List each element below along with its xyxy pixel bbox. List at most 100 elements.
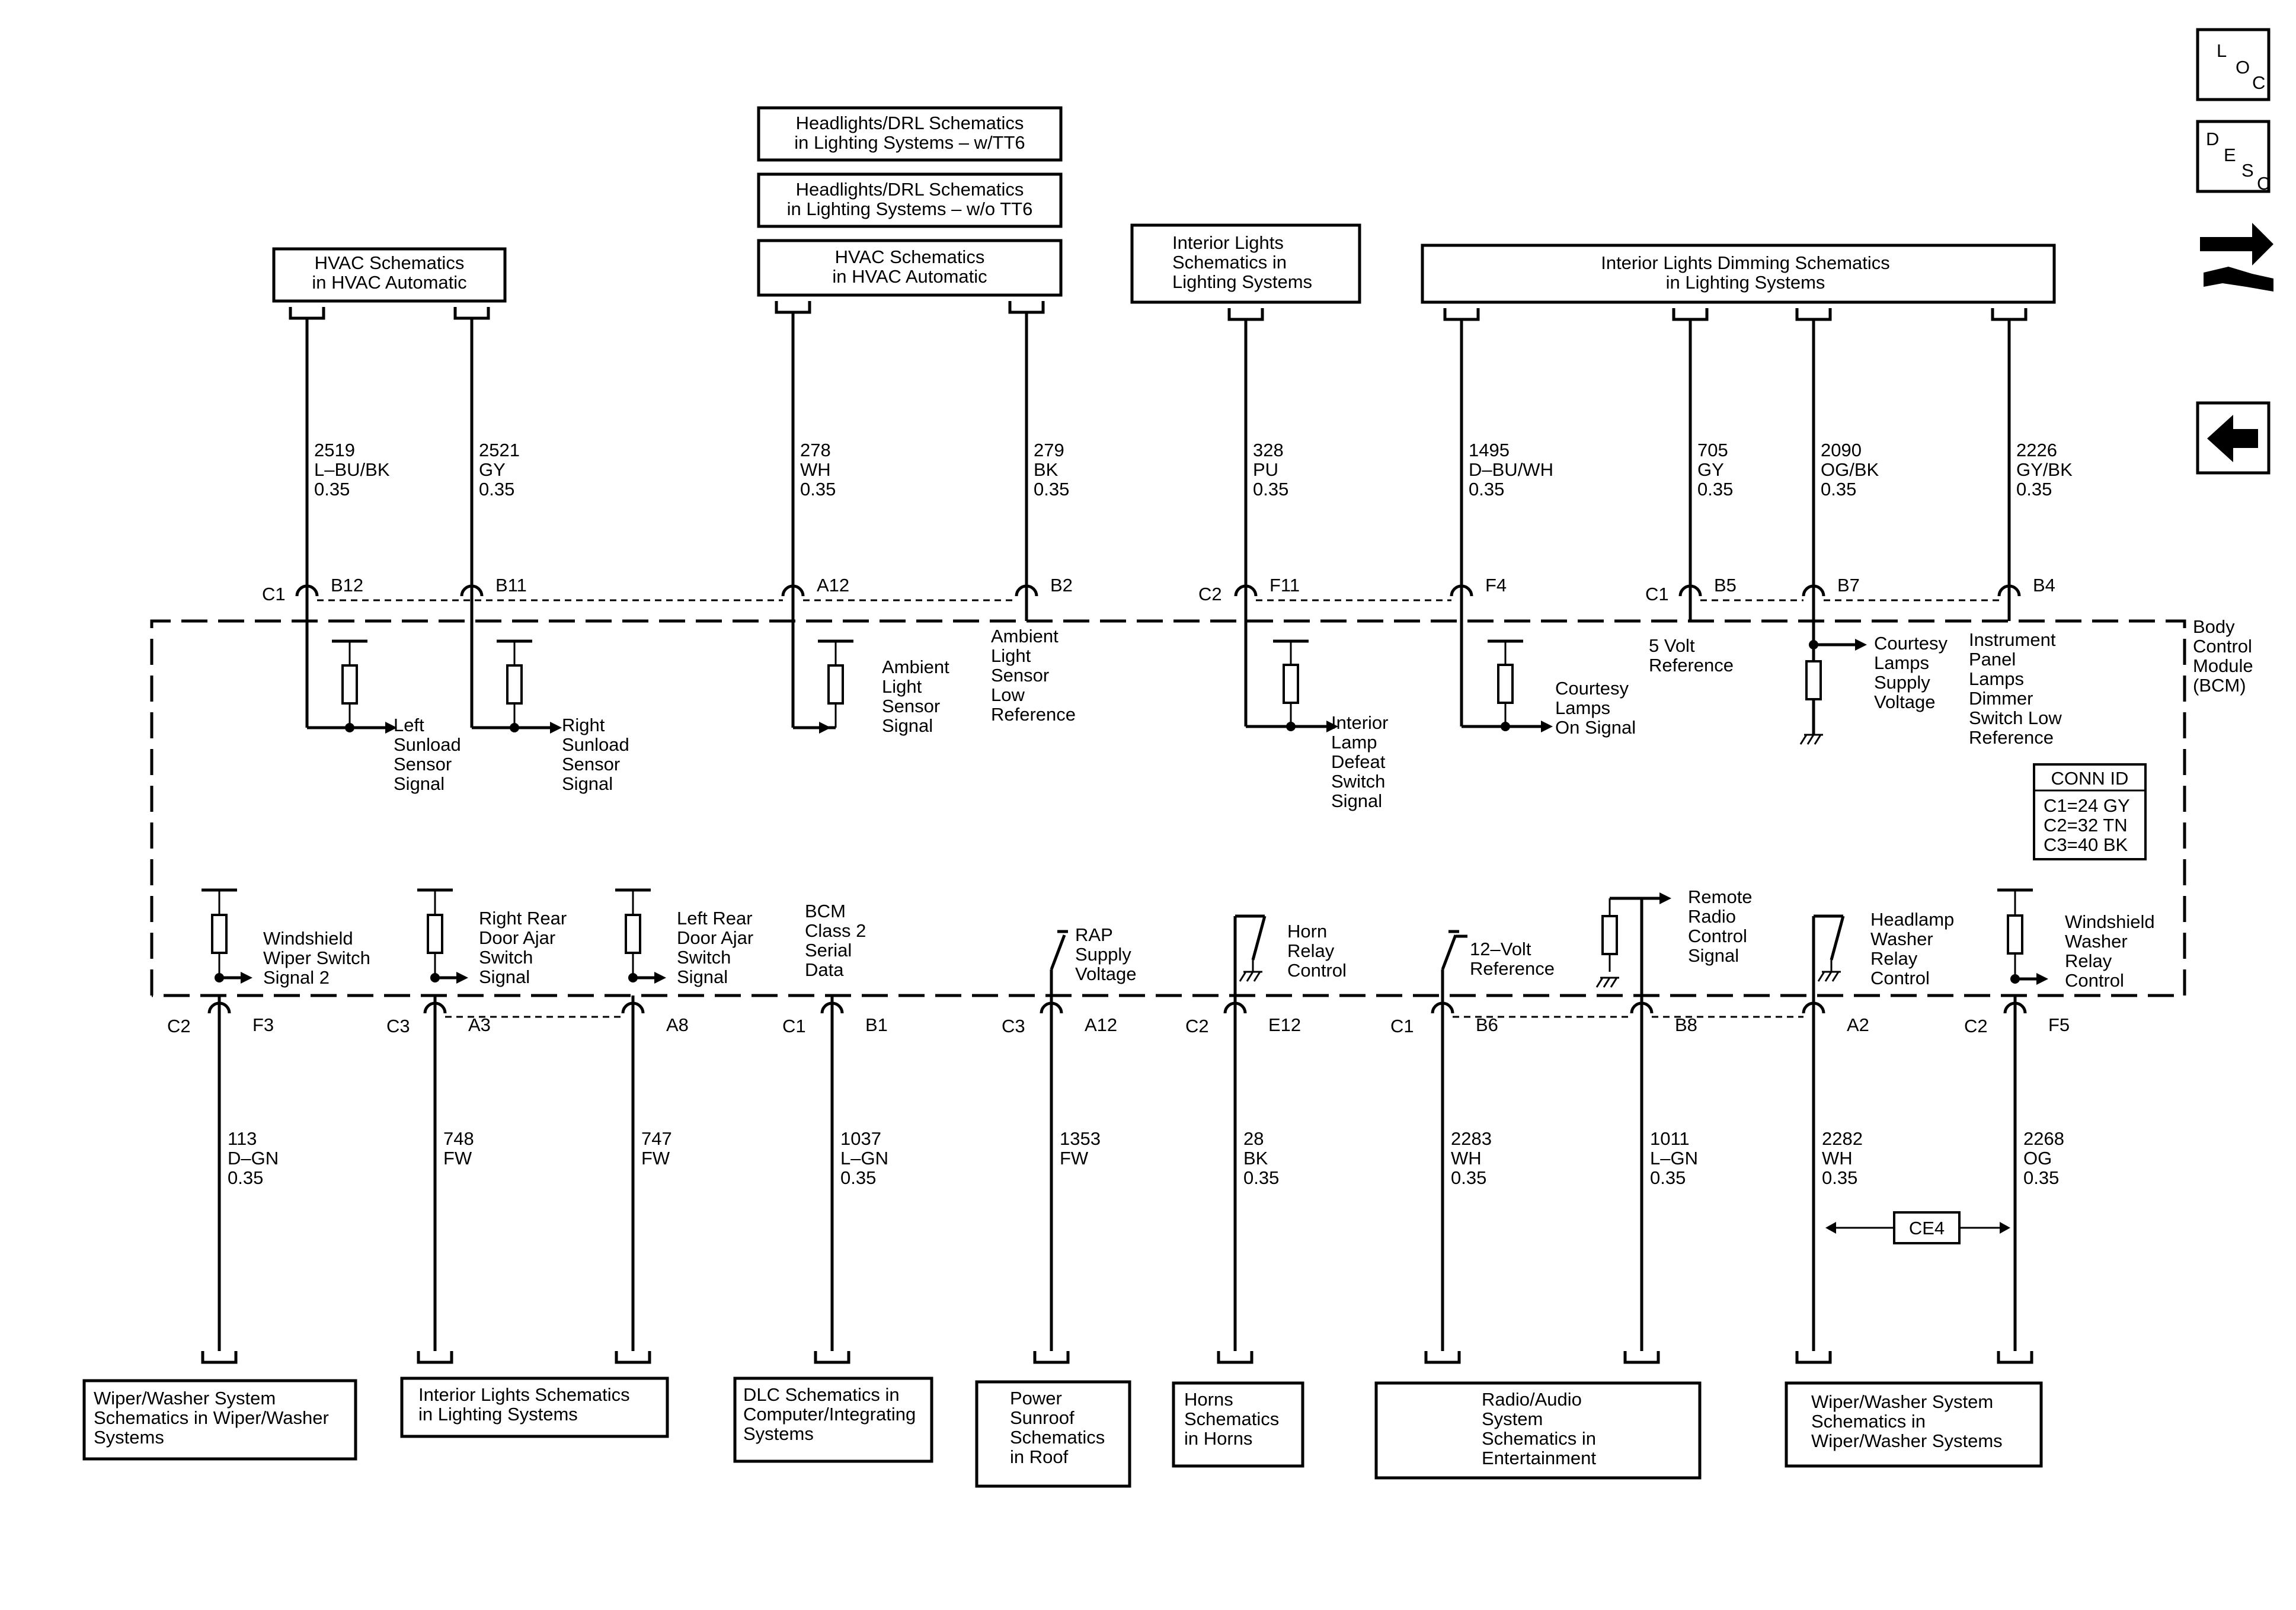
connector-label-top: C1 (1645, 584, 1669, 604)
signal-label: Windshield (2065, 911, 2155, 932)
signal-label: Supply (1874, 672, 1930, 693)
ground-icon (1799, 734, 1808, 745)
connector-pin (621, 1001, 645, 1014)
signal-label: Ambient (882, 657, 949, 677)
pin-label-top: A12 (817, 575, 849, 596)
ground-icon (1239, 971, 1247, 982)
signal-label: Reference (1649, 655, 1734, 676)
conn-id-row: C3=40 BK (2044, 834, 2128, 855)
ref-box-wiper-washer-left-text: Systems (94, 1427, 164, 1448)
wire-label-top: 0.35 (1253, 479, 1288, 500)
conn-id-row: C1=24 GY (2044, 795, 2130, 816)
desc-letter: E (2224, 145, 2236, 165)
wire-label-bottom: 1011 (1650, 1128, 1690, 1149)
wire-label-top: D–BU/WH (1469, 459, 1553, 480)
pin-label-bottom: F5 (2048, 1014, 2070, 1035)
connector-label-bottom: C2 (1964, 1016, 1988, 1036)
wire-label-bottom: 747 (641, 1128, 672, 1149)
pin-label-bottom: E12 (1268, 1014, 1301, 1035)
signal-label: BCM (805, 901, 846, 921)
connector-label-bottom: C2 (1185, 1016, 1209, 1036)
signal-label: Reference (1470, 958, 1555, 979)
ref-box-sunroof-text: Schematics (1010, 1427, 1105, 1448)
conn-id-table (2033, 763, 2147, 860)
signal-label: Left (394, 715, 424, 735)
wire-label-bottom: 2268 (2023, 1128, 2064, 1149)
module-label: Module (2193, 655, 2253, 676)
desc-button[interactable] (2196, 120, 2271, 193)
connector-swap-icon[interactable] (2200, 223, 2273, 292)
wire-label-bottom: 2282 (1822, 1128, 1863, 1149)
pullup-resistor-icon (506, 664, 523, 705)
pin-label-top: F4 (1485, 575, 1507, 596)
ref-box-wiper-washer-left-text: Wiper/Washer System (94, 1388, 276, 1409)
connector-bracket (417, 1351, 453, 1364)
wire-label-top: 2521 (479, 440, 520, 460)
ref-box-headlights-no-tt6 (757, 172, 1063, 228)
connector-pin (1802, 584, 1825, 597)
pullup-resistor-icon (1805, 660, 1822, 700)
wire-label-bottom: OG (2023, 1148, 2052, 1169)
wire-label-top: OG/BK (1821, 459, 1879, 480)
rap-switch-icon (1050, 934, 1066, 970)
pin-label-top: B11 (495, 575, 527, 596)
signal-label: Defeat (1331, 751, 1386, 772)
signal-label: Door Ajar (479, 927, 555, 948)
connector-pin (295, 584, 319, 597)
wire-label-top: 0.35 (2016, 479, 2052, 500)
wire-label-bottom: BK (1243, 1148, 1268, 1169)
ref-box-wiper-washer-right-text: Wiper/Washer Systems (1811, 1430, 2003, 1451)
ref-box-headlights-tt6-text: in Lighting Systems – w/TT6 (794, 132, 1025, 153)
pin-label-bottom: A2 (1847, 1014, 1869, 1035)
wire-label-top: 278 (800, 440, 831, 460)
connector-bracket (814, 1351, 850, 1364)
wire-label-top: L–BU/BK (314, 459, 390, 480)
connector-bracket (1227, 308, 1264, 321)
loc-button[interactable] (2196, 28, 2271, 101)
arrow-right-icon (2000, 1222, 2010, 1234)
connector-bracket (201, 1351, 238, 1364)
signal-label: Washer (1870, 929, 1933, 949)
pin-label-bottom: F3 (252, 1014, 274, 1035)
signal-label: Switch Low (1969, 708, 2062, 728)
ground-icon (1253, 971, 1261, 982)
signal-label: Switch (479, 947, 533, 968)
wire-label-top: 1495 (1469, 440, 1510, 460)
wire-label-bottom: 0.35 (1243, 1167, 1279, 1188)
wire-label-top: 0.35 (1034, 479, 1069, 500)
ref-box-dimming-text: Interior Lights Dimming Schematics (1601, 252, 1890, 273)
ground-icon (1246, 971, 1254, 982)
signal-label: Right Rear (479, 908, 567, 929)
connector-pin (423, 1001, 447, 1014)
wire-label-top: GY (479, 459, 506, 480)
ce4-box (1893, 1211, 1961, 1244)
ref-box-dlc-text: Systems (743, 1423, 814, 1444)
ref-box-radio-audio-text: System (1482, 1409, 1543, 1429)
pin-label-bottom: B6 (1476, 1014, 1498, 1035)
signal-label: Horn (1287, 921, 1327, 942)
connector-bracket (615, 1351, 651, 1364)
desc-letter: S (2241, 160, 2254, 181)
connector-pin (1678, 584, 1702, 597)
junction-dot (1501, 722, 1510, 731)
signal-label: Lamp (1331, 732, 1377, 753)
pin-label-bottom: B8 (1675, 1014, 1697, 1035)
signal-label: RAP (1075, 924, 1113, 945)
ref-box-hvac-right-text: HVAC Schematics (835, 247, 985, 267)
signal-label: Signal (1331, 790, 1382, 811)
connector-bracket (453, 307, 490, 320)
loc-letter: L (2217, 40, 2227, 61)
arrow-right-icon (2036, 973, 2048, 985)
connector-pin (1431, 1001, 1454, 1014)
signal-label: Remote (1688, 886, 1753, 907)
signal-label: Headlamp (1870, 909, 1954, 930)
ref-box-wiper-washer-right (1785, 1381, 2043, 1468)
ref-box-dlc (733, 1377, 933, 1463)
ref-box-headlights-no-tt6-text: in Lighting Systems – w/o TT6 (787, 199, 1033, 219)
signal-label: Washer (2065, 931, 2128, 952)
relay-switch-icon (1830, 916, 1845, 961)
connector-pin (1997, 584, 2021, 597)
wire-label-bottom: WH (1822, 1148, 1853, 1169)
arrow-right-icon (550, 722, 562, 734)
ground-icon (1610, 977, 1618, 988)
